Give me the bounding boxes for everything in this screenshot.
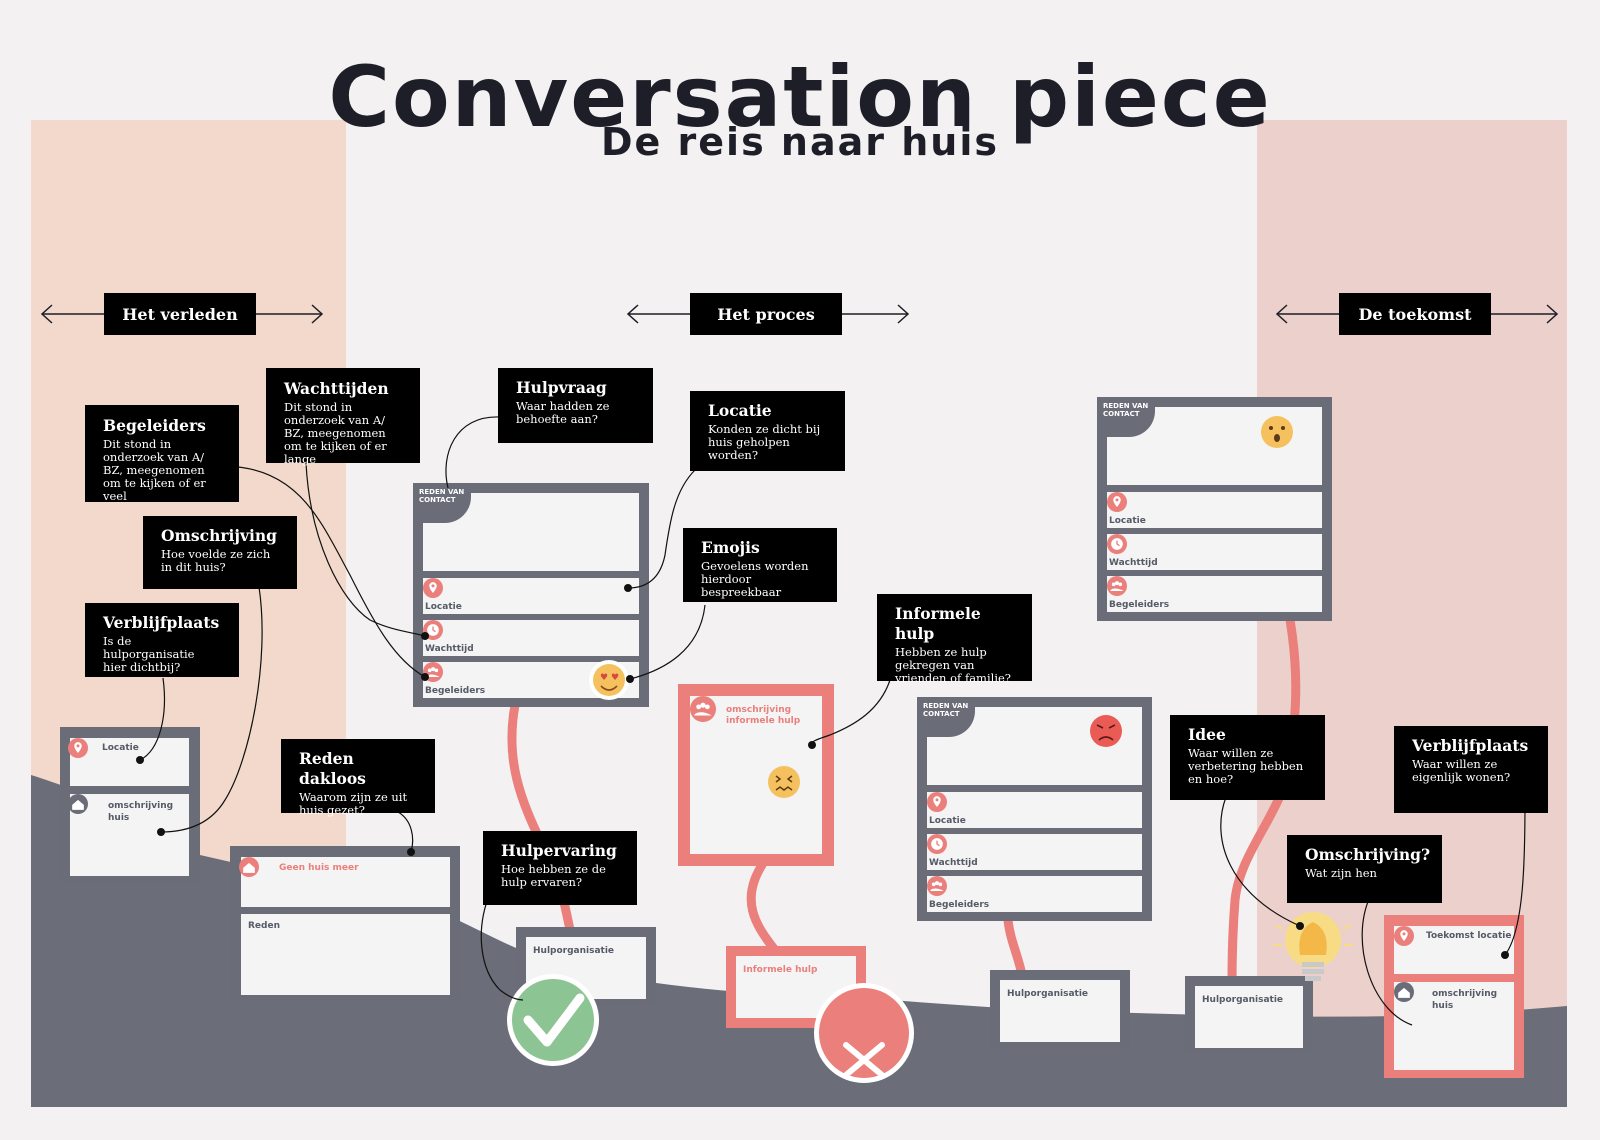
- wachttijd-label: Wachttijd: [1109, 558, 1158, 568]
- hulporganisatie-label: Hulporganisatie: [1007, 989, 1089, 999]
- process-card-1: REDEN VAN CONTACT Locatie Wachttijd Bege…: [413, 483, 649, 707]
- note-hulpervaring: Hulpervaring Hoe hebben ze de hulp ervar…: [483, 831, 637, 905]
- note-verblijfplaats-past-heading: Verblijfplaats: [103, 613, 220, 632]
- clock-icon: [423, 620, 443, 640]
- people-icon: [423, 662, 443, 682]
- note-idee-body: Waar willen ze verbetering hebben en hoe…: [1188, 746, 1304, 786]
- note-wachttijden-heading: Wachttijden: [284, 379, 389, 398]
- future-card: REDEN VAN CONTACT Locatie Wachttijd Bege…: [1097, 397, 1332, 621]
- note-begeleiders-body: Dit stond in onderzoek van A/ BZ, meegen…: [103, 437, 206, 503]
- note-begeleiders: Begeleiders Dit stond in onderzoek van A…: [85, 405, 239, 503]
- era-label-future: De toekomst: [1339, 293, 1491, 335]
- begeleiders-label: Begeleiders: [929, 900, 990, 910]
- toekomst-card: Toekomst locatie omschrijving huis: [1384, 915, 1524, 1078]
- future-omschrijving-huis-label: omschrijving huis: [1432, 989, 1498, 1011]
- note-idee-heading: Idee: [1188, 725, 1226, 744]
- begeleiders-label: Begeleiders: [425, 686, 486, 696]
- note-verblijfplaats-future-heading: Verblijfplaats: [1412, 736, 1529, 755]
- reden-label: Reden: [248, 921, 280, 931]
- hulporganisatie-card-3: Hulporganisatie: [1185, 976, 1313, 1054]
- connector-ribbon: [746, 860, 780, 955]
- people-icon: [690, 696, 716, 722]
- note-verblijfplaats-future: Verblijfplaats Waar willen ze eigenlijk …: [1394, 726, 1548, 813]
- note-reden-dakloos-heading: Reden dakloos: [299, 749, 366, 788]
- reden-van-contact-badge: REDEN VAN CONTACT: [1097, 397, 1155, 437]
- people-icon: [927, 876, 947, 896]
- begeleiders-label: Begeleiders: [1109, 600, 1170, 610]
- reden-van-contact-badge: REDEN VAN CONTACT: [917, 697, 975, 737]
- note-hulpvraag-body: Waar hadden ze behoefte aan?: [516, 399, 610, 426]
- geen-huis-meer-label: Geen huis meer: [279, 863, 359, 873]
- note-locatie-heading: Locatie: [708, 401, 772, 420]
- connector-ribbon: [1003, 915, 1027, 980]
- note-hulpvraag-heading: Hulpvraag: [516, 378, 607, 397]
- hulporganisatie-card-2: Hulporganisatie: [990, 970, 1130, 1048]
- note-informele-hulp: Informele hulp Hebben ze hulp gekregen v…: [877, 594, 1032, 685]
- era-label-past: Het verleden: [104, 293, 256, 335]
- note-reden-dakloos: Reden dakloos Waarom zijn ze uit huis ge…: [281, 739, 435, 817]
- note-verblijfplaats-past: Verblijfplaats Is de hulporganisatie hie…: [85, 603, 239, 677]
- page-title: Conversation piece: [328, 48, 1272, 146]
- informele-hulp-card: omschrijving informele hulp: [678, 684, 834, 866]
- era-label-process: Het proces: [690, 293, 842, 335]
- house-icon: [68, 794, 88, 814]
- house-icon: [239, 857, 259, 877]
- past-home-card: Locatie omschrijving huis: [60, 727, 200, 882]
- house-icon: [1394, 982, 1414, 1002]
- note-hulpvraag: Hulpvraag Waar hadden ze behoefte aan?: [498, 368, 653, 443]
- locatie-label: Locatie: [1109, 516, 1146, 526]
- note-locatie-body: Konden ze dicht bij huis geholpen worden…: [708, 422, 821, 462]
- clock-icon: [1107, 534, 1127, 554]
- past-locatie-label: Locatie: [102, 743, 139, 753]
- location-icon: [423, 578, 443, 598]
- hulporganisatie-card-1: Hulporganisatie: [516, 927, 656, 1005]
- location-icon: [1107, 492, 1127, 512]
- wachttijd-label: Wachttijd: [929, 858, 978, 868]
- note-reden-dakloos-body: Waarom zijn ze uit huis gezet?: [299, 790, 408, 817]
- informele-hulp-label: Informele hulp: [743, 965, 818, 975]
- note-omschrijving-body: Hoe voelde ze zich in dit huis?: [161, 547, 271, 574]
- note-begeleiders-heading: Begeleiders: [103, 416, 206, 435]
- note-wachttijden-body: Dit stond in onderzoek van A/ BZ, meegen…: [284, 400, 387, 466]
- locatie-label: Locatie: [929, 816, 966, 826]
- process-card-2: REDEN VAN CONTACT Locatie Wachttijd Bege…: [917, 697, 1152, 921]
- location-icon: [927, 792, 947, 812]
- omschrijving-informele-hulp-label: omschrijving informele hulp: [726, 705, 801, 726]
- toekomst-locatie-label: Toekomst locatie: [1426, 931, 1512, 941]
- note-omschrijving-heading: Omschrijving: [161, 526, 278, 545]
- note-locatie: Locatie Konden ze dicht bij huis geholpe…: [690, 391, 845, 471]
- ground: [31, 775, 1567, 1107]
- note-emojis-heading: Emojis: [701, 538, 760, 557]
- note-wachttijden: Wachttijden Dit stond in onderzoek van A…: [266, 368, 420, 466]
- hulporganisatie-label: Hulporganisatie: [1202, 995, 1284, 1005]
- locatie-label: Locatie: [425, 602, 462, 612]
- note-omschrijving-future: Omschrijving? Wat zijn hen: [1287, 835, 1442, 903]
- location-icon: [68, 738, 88, 758]
- reden-card: Geen huis meer Reden: [230, 846, 460, 1001]
- wachttijd-label: Wachttijd: [425, 644, 474, 654]
- location-icon: [1394, 926, 1414, 946]
- note-informele-hulp-heading: Informele hulp: [895, 604, 981, 643]
- note-verblijfplaats-past-body: Is de hulporganisatie hier dichtbij?: [103, 634, 195, 674]
- note-omschrijving-future-heading: Omschrijving?: [1305, 845, 1431, 864]
- past-omschrijving-huis-label: omschrijving huis: [108, 801, 174, 823]
- clock-icon: [927, 834, 947, 854]
- note-omschrijving-future-body: Wat zijn hen: [1305, 866, 1377, 880]
- note-idee: Idee Waar willen ze verbetering hebben e…: [1170, 715, 1325, 800]
- note-hulpervaring-heading: Hulpervaring: [501, 841, 617, 860]
- hulporganisatie-label: Hulporganisatie: [533, 946, 615, 956]
- note-informele-hulp-body: Hebben ze hulp gekregen van vrienden of …: [895, 645, 1011, 685]
- page-subtitle: De reis naar huis: [601, 120, 999, 164]
- note-hulpervaring-body: Hoe hebben ze de hulp ervaren?: [501, 862, 606, 889]
- note-verblijfplaats-future-body: Waar willen ze eigenlijk wonen?: [1412, 757, 1511, 784]
- people-icon: [1107, 576, 1127, 596]
- note-emojis-body: Gevoelens worden hierdoor bespreekbaar: [701, 559, 809, 599]
- note-omschrijving: Omschrijving Hoe voelde ze zich in dit h…: [143, 516, 297, 589]
- informele-hulp-small-card: Informele hulp: [726, 946, 866, 1028]
- note-emojis: Emojis Gevoelens worden hierdoor bespree…: [683, 528, 837, 602]
